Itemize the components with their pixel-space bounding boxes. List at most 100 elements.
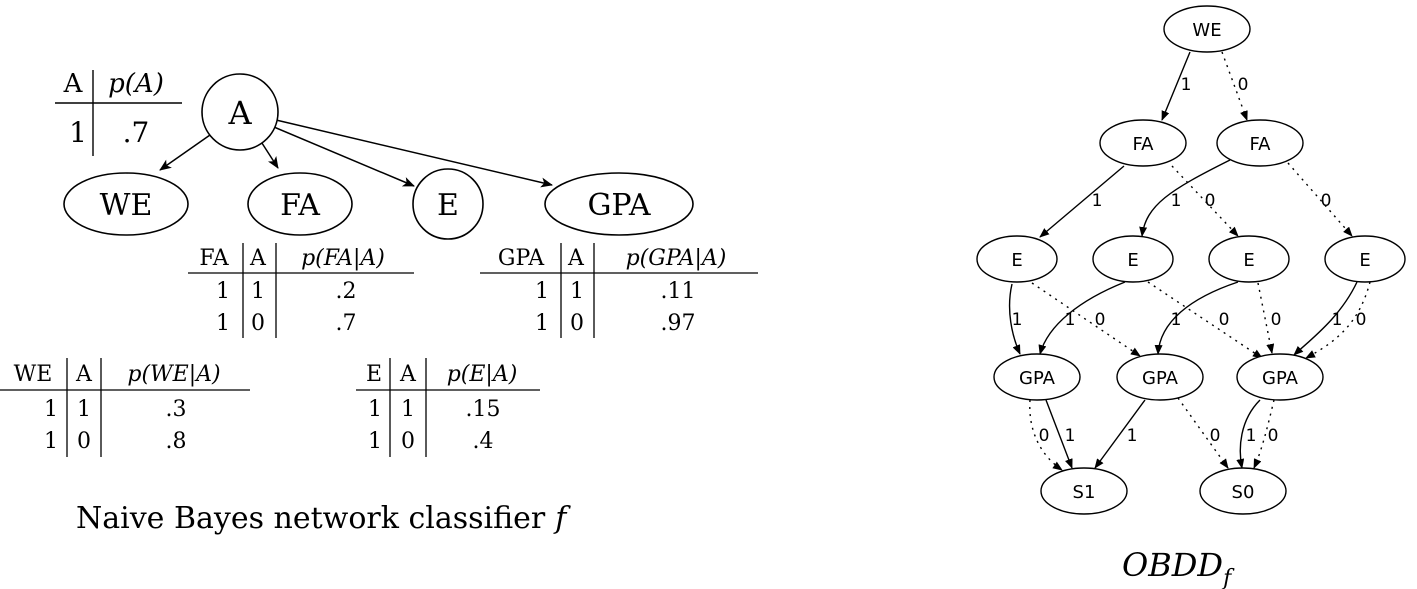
obdd-node-gpa: GPA (1236, 353, 1324, 401)
edge-e4-gpa3-1 (1293, 281, 1358, 356)
cpt-fa-cell: .7 (336, 311, 357, 336)
cpt-e-table: E A p(E|A) 1 1 .15 1 0 .4 (356, 358, 540, 457)
cpt-gpa-header: p(GPA|A) (626, 246, 727, 271)
cpt-a-header-a: A (63, 69, 84, 99)
obdd-edges (1008, 51, 1371, 471)
cpt-e-cell: 1 (401, 397, 415, 422)
edge-label-e3-gpa3: 0 (1271, 310, 1282, 330)
node-gpa-label: GPA (587, 188, 650, 223)
edge-a-we (159, 134, 211, 171)
obdd-node-e-label: E (1243, 250, 1254, 271)
edge-e2-gpa1 (1038, 281, 1126, 355)
edge-gpa1-s1-1 (1045, 399, 1073, 469)
edge-label-fa1-e1: 1 (1092, 191, 1103, 211)
edge-label-e3-gpa2: 1 (1171, 310, 1182, 330)
obdd-node-fa-label: FA (1249, 134, 1271, 155)
obdd-node-e-label: E (1011, 250, 1022, 271)
obdd-node-we-label: WE (1192, 20, 1221, 41)
cpt-e-cell: 0 (401, 429, 415, 454)
obdd-caption-sub: f (1221, 566, 1235, 589)
edge-we-fa1 (1161, 51, 1191, 121)
obdd-node-gpa-label: GPA (1262, 368, 1299, 389)
cpt-we-cell: 0 (77, 429, 91, 454)
edge-gpa3-s0-1 (1236, 399, 1261, 469)
edge-label-e2-gpa3: 0 (1219, 310, 1230, 330)
node-a-label: A (227, 94, 252, 132)
cpt-gpa-header: GPA (498, 246, 545, 271)
cpt-gpa-cell: 1 (535, 311, 549, 336)
node-fa: FA (247, 172, 353, 236)
edge-fa1-e1 (1039, 165, 1125, 238)
obdd-node-fa-label: FA (1132, 134, 1154, 155)
obdd-node-e: E (1092, 235, 1174, 283)
obdd-edge-labels: 1 0 1 0 1 0 1 0 1 0 1 0 1 0 0 1 1 0 1 0 (1012, 75, 1367, 446)
obdd-node-gpa: GPA (993, 353, 1081, 401)
node-a: A (201, 73, 279, 151)
edge-gpa2-s0 (1177, 397, 1229, 469)
obdd-node-e: E (976, 235, 1058, 283)
obdd-node-s0: S0 (1199, 467, 1287, 515)
node-e: E (412, 168, 484, 240)
cpt-fa-header: A (249, 246, 267, 271)
obdd-diagram: 1 0 1 0 1 0 1 0 1 0 1 0 1 0 0 1 1 0 1 0 … (976, 5, 1406, 589)
edge-label-gpa1-s1-0: 0 (1039, 426, 1050, 446)
cpt-fa-cell: 1 (216, 279, 230, 304)
obdd-node-gpa: GPA (1116, 353, 1204, 401)
cpt-fa-cell: 1 (251, 279, 265, 304)
cpt-fa-cell: 1 (216, 311, 230, 336)
obdd-node-s1: S1 (1040, 467, 1128, 515)
edge-label-e2-gpa1: 1 (1065, 310, 1076, 330)
cpt-a-cell: .7 (123, 116, 150, 149)
edge-e2-gpa3 (1147, 281, 1263, 359)
cpt-e-cell: 1 (368, 429, 382, 454)
edge-label-e1-gpa1: 1 (1012, 310, 1023, 330)
obdd-node-fa: FA (1216, 119, 1304, 167)
edge-label-fa2-e4: 0 (1321, 191, 1332, 211)
cpt-gpa-table: GPA A p(GPA|A) 1 1 .11 1 0 .97 (480, 243, 758, 338)
cpt-we-table: WE A p(WE|A) 1 1 .3 1 0 .8 (0, 358, 250, 457)
edge-a-fa (259, 139, 279, 169)
nb-caption-var: f (553, 501, 571, 536)
cpt-we-cell: .8 (166, 429, 187, 454)
edge-label-gpa3-s0-1: 1 (1246, 426, 1257, 446)
node-we-label: WE (100, 188, 153, 223)
nb-edges (159, 119, 553, 188)
cpt-gpa-cell: 0 (570, 311, 584, 336)
edge-we-fa2 (1221, 51, 1248, 121)
edge-label-e4-gpa3-0: 0 (1356, 310, 1367, 330)
nb-caption-text: Naive Bayes network classifier (76, 501, 546, 536)
obdd-node-gpa-label: GPA (1019, 368, 1056, 389)
edge-label-gpa2-s0: 0 (1210, 426, 1221, 446)
cpt-fa-header: p(FA|A) (301, 246, 385, 271)
cpt-we-header: WE (14, 362, 53, 387)
cpt-e-header: E (366, 362, 382, 387)
edge-label-fa1-e3: 0 (1205, 191, 1216, 211)
node-gpa: GPA (544, 172, 694, 236)
obdd-node-e: E (1324, 235, 1406, 283)
cpt-e-cell: .15 (466, 397, 501, 422)
cpt-we-header: A (75, 362, 93, 387)
obdd-node-gpa-label: GPA (1142, 368, 1179, 389)
edge-e3-gpa2 (1154, 281, 1239, 355)
cpt-we-cell: .3 (166, 397, 187, 422)
cpt-fa-header: FA (199, 246, 229, 271)
obdd-node-s1-label: S1 (1073, 482, 1096, 503)
cpt-gpa-cell: 1 (570, 279, 584, 304)
cpt-e-cell: .4 (473, 429, 494, 454)
edge-label-gpa2-s1: 1 (1127, 426, 1138, 446)
obdd-node-e-label: E (1359, 250, 1370, 271)
obdd-node-e: E (1208, 235, 1290, 283)
edge-e3-gpa3 (1257, 282, 1275, 354)
cpt-a-header-p: p(A) (108, 69, 164, 99)
cpt-gpa-cell: .11 (661, 279, 696, 304)
cpt-a-table: A p(A) 1 .7 (55, 69, 182, 156)
edge-gpa1-s1-0 (1029, 399, 1063, 471)
obdd-node-we: WE (1163, 5, 1251, 53)
obdd-node-fa: FA (1099, 119, 1187, 167)
obdd-node-s0-label: S0 (1232, 482, 1255, 503)
edge-label-e4-gpa3-1: 1 (1332, 310, 1343, 330)
edge-gpa2-s1 (1094, 399, 1146, 469)
node-e-label: E (437, 188, 459, 223)
